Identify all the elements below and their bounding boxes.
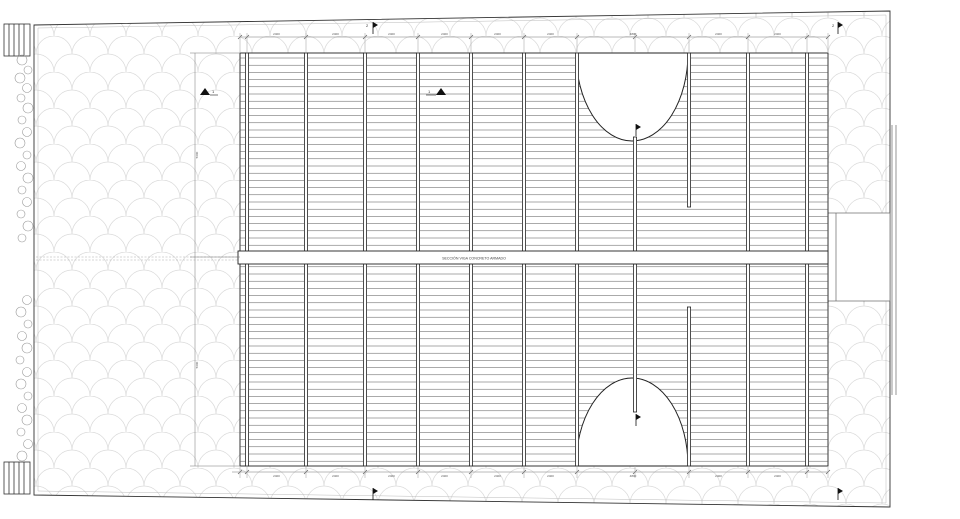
section-marker-left: 1 xyxy=(200,88,218,96)
shrub xyxy=(16,54,28,66)
dimension-text: 2400 xyxy=(547,32,554,36)
bottom-dimension-texts: 2400 2400 2400 2400 2400 2400 4800 2400 2400 xyxy=(273,474,781,478)
shrub xyxy=(22,220,34,232)
shrub xyxy=(16,450,28,462)
dimension-text: 2400 xyxy=(715,474,722,478)
dimension-text: 2400 xyxy=(494,32,501,36)
shrub xyxy=(14,137,26,149)
section-flag xyxy=(635,414,641,426)
section-flag xyxy=(837,488,843,500)
shrub xyxy=(17,331,27,341)
shrub xyxy=(17,403,27,413)
shrub xyxy=(22,150,32,160)
section-flag xyxy=(372,488,378,500)
right-annex xyxy=(827,125,897,395)
shrub xyxy=(22,102,34,114)
dimension-text: 2400 xyxy=(273,474,280,478)
shrub xyxy=(15,355,25,365)
beam-8 xyxy=(633,263,638,413)
section-tag-left: 1 xyxy=(212,89,215,94)
section-flag xyxy=(372,22,378,34)
shrub xyxy=(16,93,26,103)
dimension-text: 2400 xyxy=(774,474,781,478)
dimension-text: 2400 xyxy=(774,32,781,36)
shrub xyxy=(14,72,26,84)
section-flag xyxy=(635,124,641,136)
top-dimension-texts: 2400 2400 2400 2400 2400 2400 4800 2400 2400 xyxy=(273,32,781,36)
section-flags xyxy=(372,22,843,500)
flag-tag-top-left: 2 xyxy=(366,23,369,28)
shrub xyxy=(22,197,32,207)
shrub xyxy=(22,367,32,377)
dimension-text: 4800 xyxy=(630,32,637,36)
shrub xyxy=(15,378,27,390)
shrub xyxy=(23,391,33,401)
shrub xyxy=(22,172,34,184)
shrub xyxy=(22,295,32,305)
dimension-text: 2400 xyxy=(332,474,339,478)
shrub xyxy=(23,439,33,449)
dimension-text: 2400 xyxy=(547,474,554,478)
dimension-text: 2400 xyxy=(441,474,448,478)
shrub xyxy=(22,127,32,137)
dimension-text: 2400 xyxy=(494,474,501,478)
planting-strip xyxy=(14,54,34,462)
shrub xyxy=(16,427,26,437)
central-beam-label: SECCIÓN VIGA CONCRETO ARMADO xyxy=(442,256,506,261)
section-flag xyxy=(837,22,843,34)
left-dim-top: 5600 xyxy=(195,151,199,158)
shrub xyxy=(17,233,27,243)
section-marker-center: 1 xyxy=(426,88,446,96)
shrub xyxy=(15,306,27,318)
stair-top-left xyxy=(3,23,31,57)
shrub xyxy=(17,115,27,125)
shrub xyxy=(16,209,26,219)
dimension-text: 2400 xyxy=(715,32,722,36)
openings xyxy=(575,52,689,467)
shrub xyxy=(21,342,33,354)
shrub xyxy=(17,185,27,195)
shrub xyxy=(21,414,33,426)
shrub xyxy=(23,65,33,75)
beam-9 xyxy=(687,52,692,208)
shrub xyxy=(16,161,26,171)
beam-9 xyxy=(687,306,692,467)
deck-slat-lines xyxy=(240,57,828,462)
section-tag-center: 1 xyxy=(428,89,431,94)
dimension-text: 2400 xyxy=(388,32,395,36)
dimension-ticks xyxy=(237,33,831,478)
dimension-left xyxy=(190,52,240,467)
dimension-text: 2400 xyxy=(332,32,339,36)
shrub xyxy=(23,319,33,329)
left-dim-bottom: 5600 xyxy=(195,361,199,368)
shrub xyxy=(22,83,32,93)
beam-8 xyxy=(633,136,638,252)
dimension-text: 4800 xyxy=(630,474,637,478)
dimension-text: 2400 xyxy=(388,474,395,478)
flag-tag-top-right: 2 xyxy=(832,23,835,28)
dimension-text: 2400 xyxy=(273,32,280,36)
dimension-text: 2400 xyxy=(441,32,448,36)
stair-bottom-left xyxy=(3,461,31,495)
